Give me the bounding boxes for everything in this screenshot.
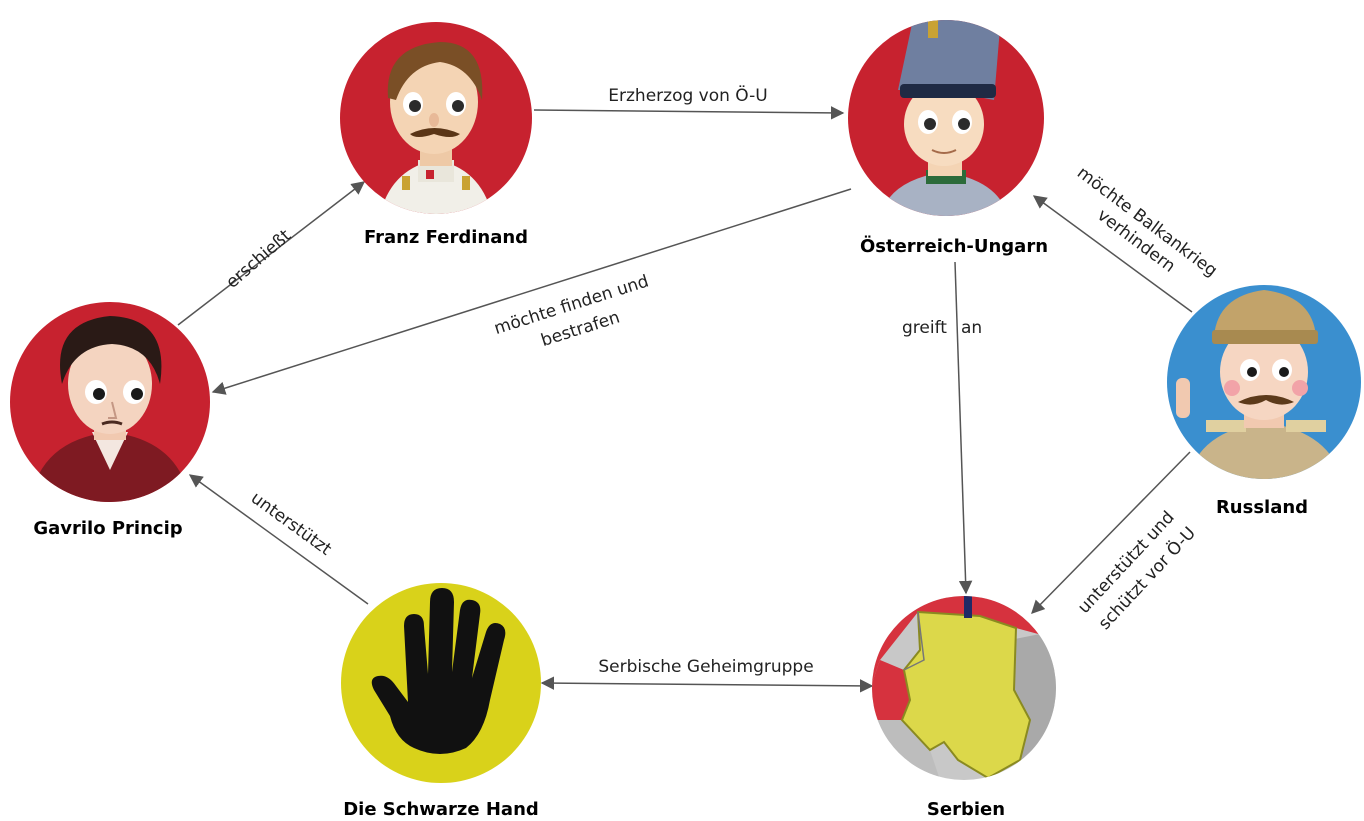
archduke-portrait-icon	[380, 42, 492, 214]
edge-label-geheimgruppe: Serbische Geheimgruppe	[598, 657, 813, 677]
node-label-russland: Russland	[1216, 497, 1308, 518]
node-label-gavrilo-princip: Gavrilo Princip	[33, 518, 182, 539]
node-serbien[interactable]: Serbien	[866, 596, 1060, 820]
edge-label-erzherzog: Erzherzog von Ö-U	[608, 84, 767, 106]
edge-label-erschiesst: erschießt	[222, 226, 295, 293]
edge-oesterreich-to-serbien: greift an	[902, 261, 982, 595]
edge-russland-to-oesterreich: möchte Balkankrieg verhindern	[1032, 163, 1221, 313]
austrian-soldier-icon	[880, 20, 1008, 216]
edge-schwarzehand-serbien: Serbische Geheimgruppe	[540, 657, 874, 693]
edge-princip-to-franz: erschießt	[177, 181, 366, 326]
node-label-die-schwarze-hand: Die Schwarze Hand	[343, 799, 539, 820]
princip-portrait-icon	[30, 316, 190, 502]
serbia-map-icon	[872, 596, 1056, 780]
edge-label-an: an	[961, 318, 982, 338]
black-hand-icon	[371, 588, 506, 754]
node-label-oesterreich-ungarn: Österreich-Ungarn	[860, 235, 1048, 257]
edge-franz-to-oesterreich: Erzherzog von Ö-U	[533, 84, 845, 120]
edge-label-greift: greift	[902, 318, 947, 338]
edge-schwarzehand-to-princip: unterstützt	[188, 474, 369, 605]
node-label-franz-ferdinand: Franz Ferdinand	[364, 227, 528, 248]
node-die-schwarze-hand[interactable]: Die Schwarze Hand	[341, 583, 541, 820]
edge-russland-to-serbien: unterstützt und schützt vor Ö-U	[1031, 451, 1200, 634]
russian-officer-icon	[1176, 290, 1342, 479]
node-russland[interactable]: Russland	[1167, 285, 1361, 518]
node-label-serbien: Serbien	[927, 799, 1005, 820]
node-gavrilo-princip[interactable]: Gavrilo Princip	[10, 302, 210, 539]
edge-oesterreich-to-princip: möchte finden und bestrafen	[211, 188, 852, 395]
node-franz-ferdinand[interactable]: Franz Ferdinand	[340, 22, 532, 248]
node-oesterreich-ungarn[interactable]: Österreich-Ungarn	[848, 18, 1048, 257]
